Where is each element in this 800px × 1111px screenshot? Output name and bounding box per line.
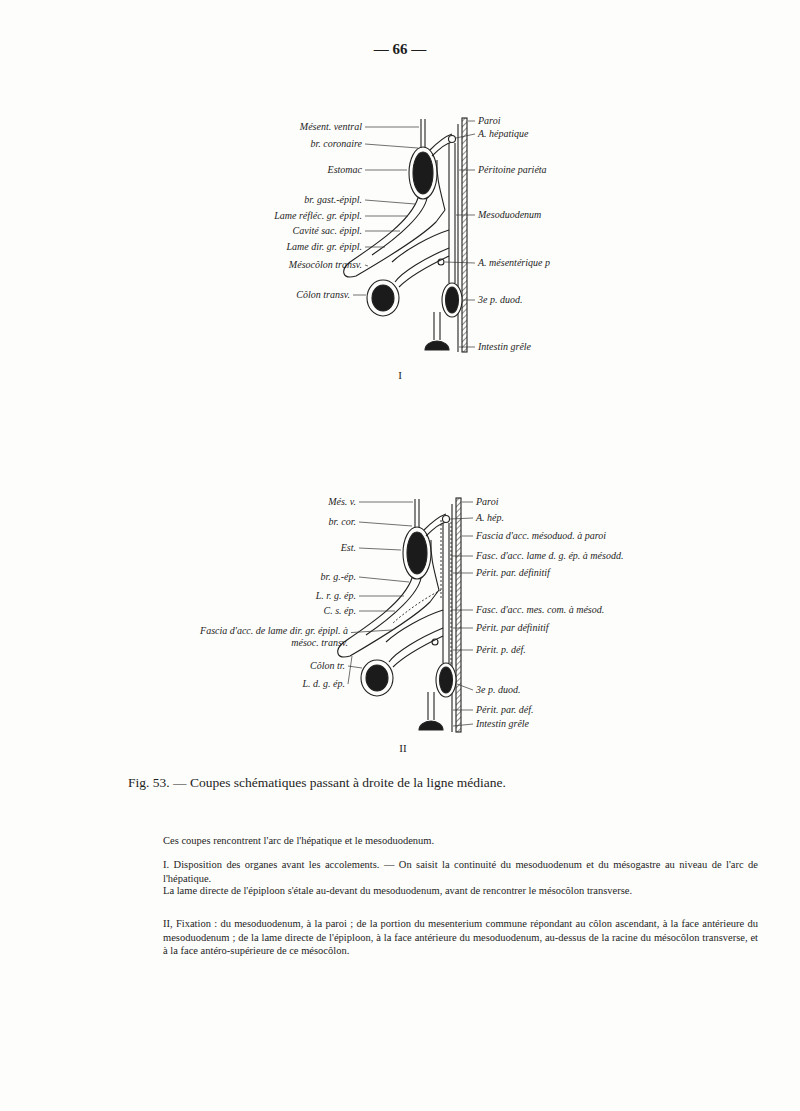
- leader-line: [456, 134, 475, 138]
- figure-number: I: [398, 369, 402, 382]
- part-label: Côlon transv.: [296, 289, 350, 301]
- leader-line: [359, 611, 395, 612]
- part-label: br. coronaire: [311, 138, 362, 150]
- part-label: Fascia d'acc. de lame dir. gr. épipl. à …: [178, 625, 348, 648]
- body-paragraph: II, Fixation : du mesoduodenum, à la par…: [163, 917, 758, 958]
- leader-line: [365, 265, 368, 266]
- part-label: 3e p. duod.: [476, 684, 520, 696]
- part-label: Cavité sac. épipl.: [293, 225, 362, 237]
- part-label: Périt. par. déf.: [476, 704, 534, 716]
- fascia-lines: [393, 520, 451, 665]
- figure-number: II: [399, 742, 406, 755]
- leader-line: [468, 121, 475, 122]
- body-paragraph: I. Disposition des organes avant les acc…: [163, 858, 758, 885]
- leader-line: [462, 502, 473, 503]
- leader-line: [359, 522, 412, 526]
- leader-line: [351, 630, 392, 633]
- part-label: A. hép.: [476, 512, 504, 524]
- leader-line: [453, 724, 473, 726]
- part-label: Péritoine pariéta: [478, 164, 547, 176]
- part-label: br. gast.-épipl.: [304, 194, 362, 206]
- leader-line: [365, 247, 385, 248]
- part-label: Lame dir. gr. épipl.: [286, 241, 362, 253]
- figure-caption: Fig. 53. — Coupes schématiques passant à…: [128, 775, 506, 791]
- leader-line: [459, 347, 475, 348]
- leader-line: [462, 536, 473, 537]
- part-label: Paroi: [478, 115, 500, 127]
- part-label: Fascia d'acc. mésoduod. à paroi: [476, 530, 606, 542]
- body-paragraph: Ces coupes rencontrent l'arc de l'hépati…: [163, 834, 753, 848]
- leader-line: [445, 262, 475, 263]
- part-label: Mésocôlon transv.: [289, 259, 362, 271]
- leader-line: [450, 518, 473, 519]
- leader-line: [365, 144, 418, 148]
- leader-line: [463, 300, 475, 301]
- part-label: Intestin grêle: [478, 341, 531, 353]
- part-label: Paroi: [476, 496, 498, 508]
- leader-line: [359, 548, 401, 550]
- section-figure-2: [338, 498, 461, 732]
- leader-line: [453, 650, 473, 651]
- page-number: — 66 —: [374, 41, 427, 58]
- part-label: Lame réfléc. gr. épipl.: [274, 210, 362, 222]
- part-label: L. d. g. ép.: [303, 678, 346, 690]
- leader-line: [452, 556, 473, 557]
- part-label: A. hépatique: [478, 128, 529, 140]
- part-label: Més. v.: [328, 496, 356, 508]
- part-label: br. cor.: [328, 516, 356, 528]
- body-paragraph: La lame directe de l'épiploon s'étale au…: [163, 884, 758, 898]
- part-label: Fasc. d'acc. mes. com. à mésod.: [476, 604, 604, 616]
- leader-line: [365, 231, 400, 232]
- leader-line: [365, 170, 407, 171]
- leader-line: [453, 573, 473, 574]
- part-label: Estomac: [328, 164, 362, 176]
- leader-line: [459, 170, 475, 171]
- part-label: C. s. ép.: [324, 605, 357, 617]
- leader-line: [353, 295, 366, 296]
- part-label: Périt. par. définitif: [476, 567, 550, 579]
- leader-line: [453, 628, 473, 629]
- part-label: Intestin grêle: [476, 718, 529, 730]
- part-label: Mesoduodenum: [478, 209, 541, 221]
- part-label: 3e p. duod.: [478, 294, 522, 306]
- part-label: br. g.-ép.: [320, 571, 356, 583]
- leader-line: [453, 710, 473, 711]
- part-label: Mésent. ventral: [300, 121, 362, 133]
- part-label: Périt. par définitif: [476, 622, 549, 634]
- leader-line: [359, 502, 413, 503]
- leader-line: [365, 216, 408, 217]
- part-label: Fasc. d'acc. lame d. g. ép. à mésodd.: [476, 550, 623, 562]
- leader-line: [456, 215, 475, 216]
- leader-line: [365, 200, 415, 204]
- part-label: Périt. p. déf.: [476, 644, 526, 656]
- part-label: A. mésentérique p: [478, 257, 550, 269]
- part-label: Côlon tr.: [310, 660, 345, 672]
- part-label: Est.: [341, 542, 356, 554]
- leader-line: [365, 127, 419, 128]
- leader-line: [457, 684, 473, 690]
- leader-line: [359, 596, 404, 597]
- leader-line: [359, 577, 409, 582]
- leader-line: [348, 656, 352, 684]
- section-figure-1: [344, 118, 467, 352]
- leader-line: [451, 610, 473, 611]
- part-label: L. r. g. ép.: [316, 590, 356, 602]
